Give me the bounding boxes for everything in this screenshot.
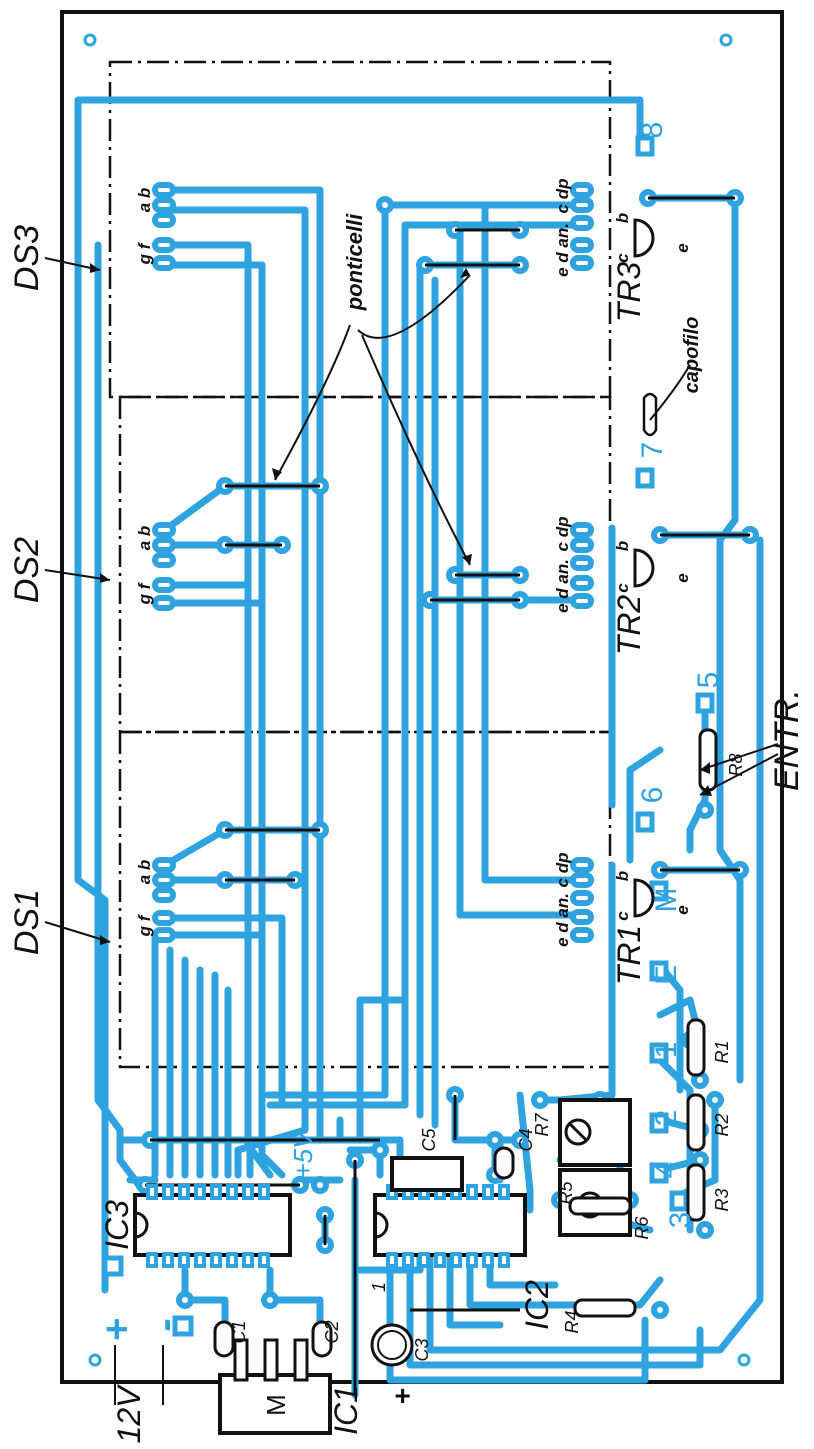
- label-minus-terminal: -: [143, 1318, 187, 1331]
- label-tr2: TR2: [611, 595, 647, 656]
- pad-number-6: 6: [636, 787, 669, 804]
- label-ds2: DS2: [8, 537, 46, 603]
- small-capacitors: [213, 1146, 515, 1358]
- pad-number-3: 3: [664, 1212, 697, 1229]
- label-ic2: IC2: [519, 1280, 555, 1330]
- capacitor-c3: [370, 1323, 414, 1367]
- pad-number-4: 4: [650, 1162, 683, 1179]
- arrow-heads: [90, 263, 712, 945]
- square-pads: [102, 135, 715, 1337]
- label-ds3: DS3: [8, 225, 46, 291]
- tr2-e: e: [673, 573, 692, 582]
- annotation-arrows: [44, 257, 779, 1405]
- tr3-e: e: [673, 243, 692, 252]
- label-ic3: IC3: [99, 1200, 135, 1250]
- seg-gf-ds1: g f: [135, 913, 154, 937]
- label-c2: C2: [322, 1320, 342, 1343]
- label-r3: R3: [712, 1188, 732, 1211]
- tr1-b: b: [613, 871, 632, 881]
- pad-letter-e: E: [650, 965, 683, 985]
- label-ic3-pin1: 1: [369, 1282, 389, 1292]
- seg-ab-ds1: a b: [135, 860, 154, 885]
- label-r8: R8: [726, 753, 746, 776]
- seg-cdp-ds2: c dp: [553, 517, 572, 552]
- solder-pads: [152, 182, 594, 943]
- capofilo-terminal: [642, 392, 658, 437]
- label-r4: R4: [562, 1310, 582, 1333]
- mount-hole-tr: [719, 33, 733, 47]
- tr3-b: b: [613, 213, 632, 223]
- label-tr1: TR1: [611, 925, 647, 985]
- seg-gf-ds2: g f: [135, 581, 154, 605]
- label-c4: C4: [516, 1128, 536, 1151]
- label-r5: R5: [556, 1181, 576, 1205]
- tr2-b: b: [613, 541, 632, 551]
- mount-hole-bl: [88, 1353, 102, 1367]
- label-capofilo: capofilo: [681, 317, 703, 394]
- jumper-wires: [145, 196, 750, 1395]
- label-c3: C3: [412, 1338, 432, 1361]
- seg-ab-ds2: a b: [135, 526, 154, 551]
- label-entr: ENTR.: [768, 689, 806, 791]
- label-plus-terminal: +: [95, 1318, 139, 1341]
- label-r7: R7: [532, 1113, 552, 1137]
- label-tr3: TR3: [611, 262, 647, 323]
- tr2-c: c: [613, 583, 632, 593]
- tr3-c: c: [613, 253, 632, 263]
- capacitor-c5: [390, 1156, 464, 1192]
- label-c5: C5: [419, 1128, 439, 1152]
- pad-number-8: 8: [636, 122, 669, 139]
- label-r6: R6: [632, 1216, 652, 1240]
- seg-edan-ds1: e d an.: [553, 893, 572, 947]
- label-r2: R2: [712, 1113, 732, 1136]
- label-12v: 12V: [111, 1384, 147, 1444]
- tr1-e: e: [673, 905, 692, 914]
- seg-ab-ds3: a b: [135, 188, 154, 213]
- ic2-package: [373, 1193, 527, 1257]
- transistors: [633, 218, 655, 918]
- pad-number-1: 1: [650, 1042, 683, 1059]
- seg-edan-ds3: e d an.: [553, 223, 572, 277]
- label-ic1: IC1: [328, 1385, 364, 1435]
- pad-letter-m: M: [650, 888, 683, 913]
- mount-hole-tl: [83, 33, 97, 47]
- tr1-c: c: [613, 911, 632, 921]
- pad-number-7: 7: [636, 442, 669, 459]
- label-c1: C1: [229, 1320, 249, 1343]
- trimmer-r7: [558, 1098, 632, 1167]
- seg-cdp-ds3: c dp: [553, 179, 572, 214]
- label-r1: R1: [712, 1040, 732, 1063]
- resistors: [568, 728, 718, 1318]
- label-ponticelli: ponticelli: [342, 213, 367, 311]
- ic3-package: [133, 1193, 292, 1257]
- seg-edan-ds2: e d an.: [553, 559, 572, 613]
- ic1-marking: M: [261, 1394, 291, 1416]
- ic-pins: [146, 1184, 510, 1268]
- seg-cdp-ds1: c dp: [553, 853, 572, 888]
- label-plus-5v: +5V: [288, 1129, 318, 1179]
- ic1-regulator: [218, 1338, 332, 1435]
- pad-number-2: 2: [650, 1110, 683, 1127]
- seg-gf-ds3: g f: [135, 241, 154, 265]
- label-c3-plus: +: [394, 1380, 410, 1411]
- mount-hole-br: [737, 1353, 751, 1367]
- label-ds1: DS1: [8, 889, 46, 955]
- pad-number-5: 5: [692, 672, 725, 689]
